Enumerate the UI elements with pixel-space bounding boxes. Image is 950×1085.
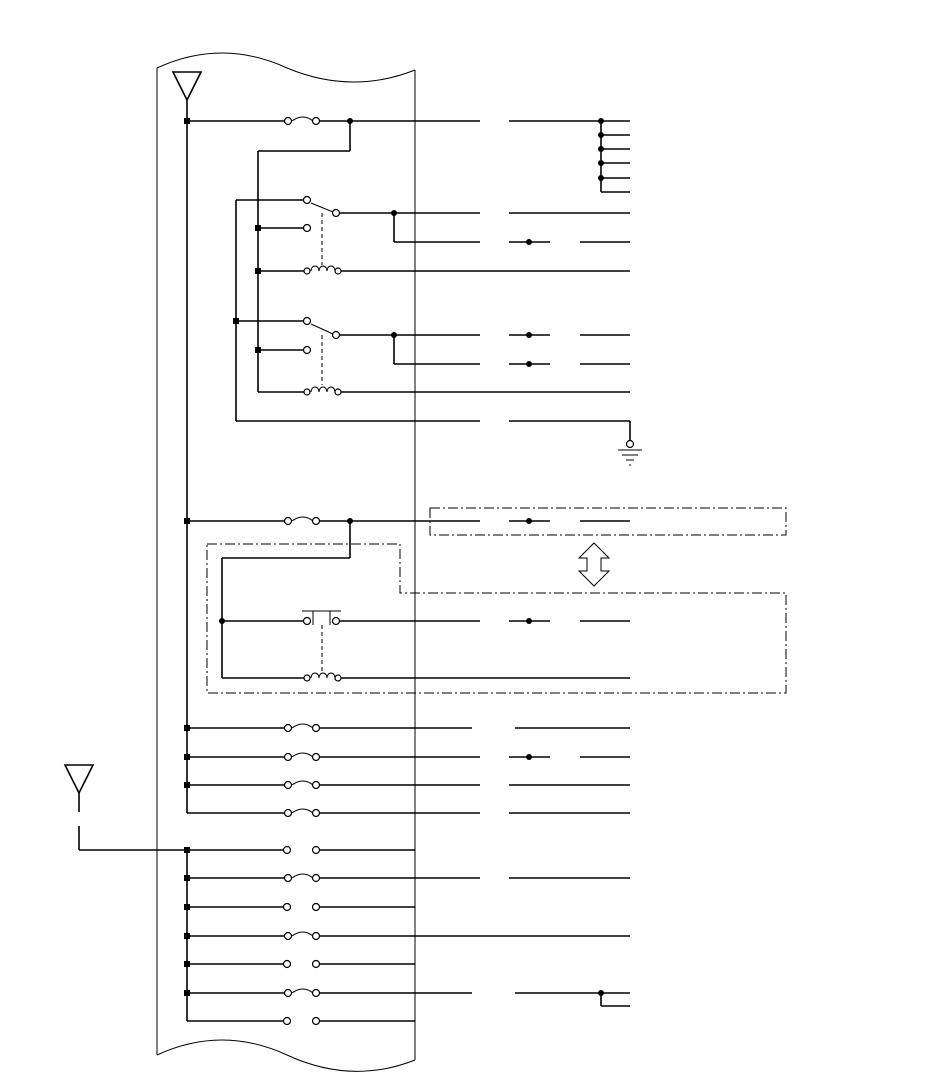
fuse-icon bbox=[283, 780, 321, 790]
fused-circuits-group-a bbox=[187, 723, 630, 818]
option-boundary-boxes bbox=[206, 507, 787, 694]
fuse-icon bbox=[283, 723, 321, 733]
coil-icon bbox=[303, 386, 342, 396]
splice-dots bbox=[184, 118, 604, 996]
fuse-icon bbox=[283, 873, 321, 883]
open-terminal-pair-icon bbox=[282, 845, 321, 855]
circuit-1 bbox=[187, 116, 630, 392]
fuse-icon bbox=[283, 808, 321, 818]
relay-2 bbox=[236, 316, 630, 396]
fuse-icon bbox=[283, 516, 321, 526]
relay-1 bbox=[235, 195, 630, 421]
ground-circuit bbox=[236, 420, 642, 466]
open-terminal-pair-icon bbox=[282, 1016, 321, 1026]
fuse-icon bbox=[283, 988, 321, 998]
open-terminal-pair-icon bbox=[282, 959, 321, 969]
secondary-input-triangle-icon bbox=[63, 764, 188, 1021]
fused-circuits-group-b bbox=[187, 845, 630, 1026]
fuse-icon bbox=[283, 931, 321, 941]
push-switch-icon bbox=[302, 610, 341, 626]
coil-icon bbox=[303, 672, 342, 682]
ground-icon bbox=[618, 439, 642, 466]
circuit-relay-3 bbox=[187, 516, 630, 682]
junction-block-outline bbox=[156, 52, 416, 1072]
fuse-icon bbox=[283, 752, 321, 762]
power-input-triangle-icon bbox=[171, 71, 203, 813]
double-arrow-icon bbox=[577, 542, 611, 587]
open-terminal-pair-icon bbox=[282, 902, 321, 912]
coil-icon bbox=[303, 265, 342, 275]
fuse-icon bbox=[283, 116, 321, 126]
